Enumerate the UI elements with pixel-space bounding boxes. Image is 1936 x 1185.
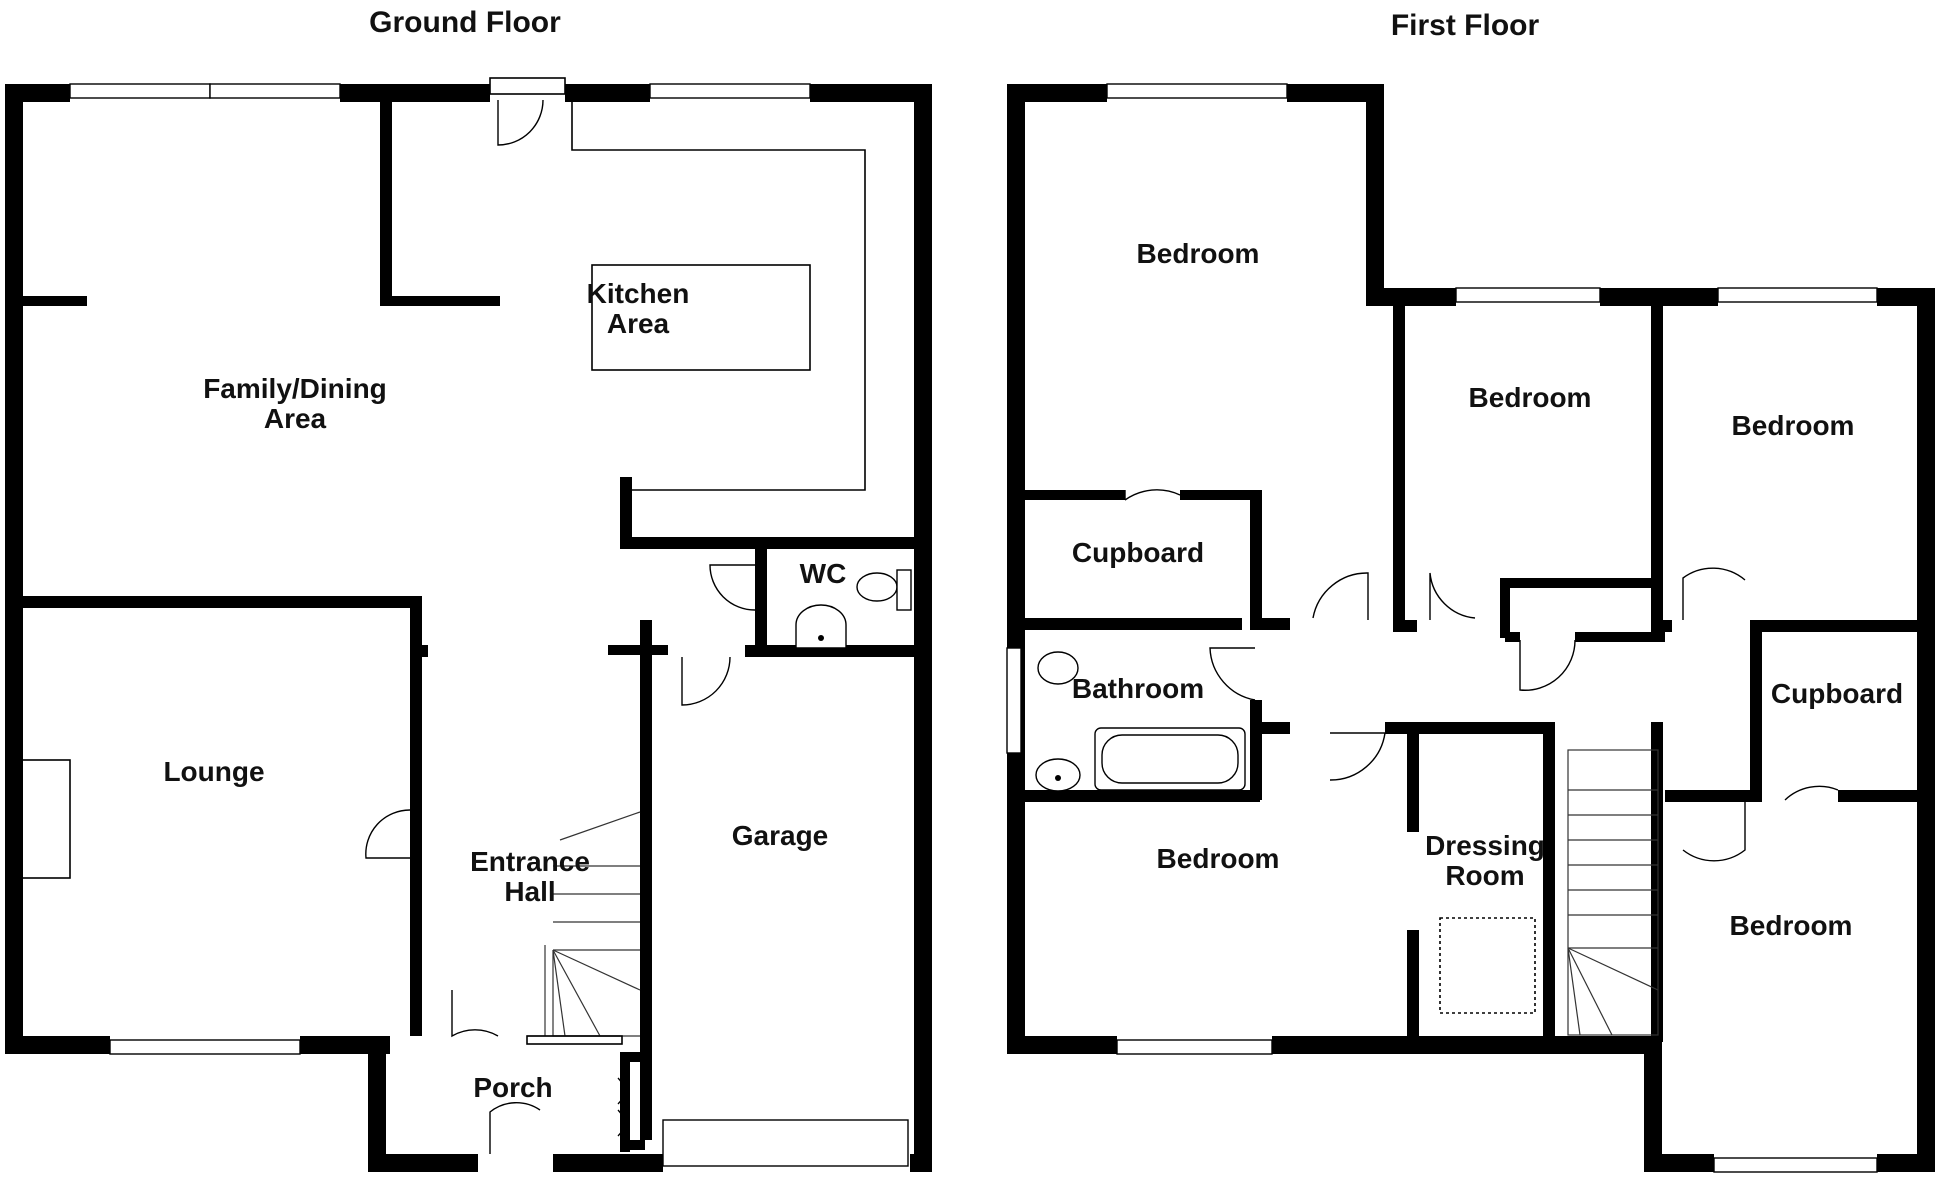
window bbox=[109, 1039, 301, 1055]
room-label-porch: Porch bbox=[473, 1072, 552, 1103]
window bbox=[1717, 287, 1878, 303]
door-swing bbox=[1784, 785, 1839, 801]
window bbox=[1713, 1157, 1878, 1173]
first-windows bbox=[1006, 83, 1878, 1173]
door-swing bbox=[709, 564, 756, 611]
first-stairs bbox=[1567, 749, 1659, 1036]
door-swing bbox=[451, 990, 499, 1038]
ground-stairs bbox=[526, 811, 641, 1045]
door-swing bbox=[1124, 489, 1181, 501]
room-label-hall: Hall bbox=[504, 876, 555, 907]
door-swing bbox=[617, 1077, 625, 1137]
ground-room-labels: Kitchen Area Family/Dining Area WC Loung… bbox=[163, 278, 846, 1103]
door-swing bbox=[497, 99, 544, 146]
kitchen-units bbox=[571, 100, 866, 491]
door-swing bbox=[1312, 572, 1369, 620]
ground-windows bbox=[69, 83, 909, 1167]
first-internal-walls bbox=[1025, 300, 1920, 1042]
first-floor-title: First Floor bbox=[1391, 9, 1540, 42]
room-label-cupboard: Cupboard bbox=[1771, 678, 1903, 709]
room-label-kitchen-area: Area bbox=[607, 308, 670, 339]
room-label-garage: Garage bbox=[732, 820, 829, 851]
wc-fixtures bbox=[795, 569, 912, 649]
door-swing bbox=[1209, 647, 1256, 701]
window bbox=[1116, 1039, 1273, 1055]
room-label-family-dining: Family/Dining bbox=[203, 373, 387, 404]
door-swing bbox=[365, 809, 411, 859]
door-swing bbox=[1519, 639, 1576, 691]
room-label-family-area: Area bbox=[264, 403, 327, 434]
kitchen-island bbox=[591, 264, 811, 371]
first-floor: First Floor bbox=[1006, 9, 1935, 1173]
ground-floor-title: Ground Floor bbox=[369, 6, 561, 39]
toilet bbox=[1037, 651, 1079, 685]
room-label-lounge: Lounge bbox=[163, 756, 264, 787]
ground-doors bbox=[365, 77, 756, 1154]
window bbox=[1106, 83, 1288, 99]
door-swing bbox=[1682, 800, 1746, 862]
loft-hatch bbox=[1439, 917, 1536, 1014]
room-label-cupboard: Cupboard bbox=[1072, 537, 1204, 568]
first-room-labels: Bedroom Bedroom Bedroom Cupboard Bathroo… bbox=[1072, 238, 1903, 941]
room-label-dressing: Dressing bbox=[1425, 830, 1545, 861]
door-swing bbox=[1682, 567, 1746, 620]
basin bbox=[795, 604, 847, 649]
room-label-bathroom: Bathroom bbox=[1072, 673, 1204, 704]
room-label-bedroom: Bedroom bbox=[1137, 238, 1260, 269]
window bbox=[69, 83, 211, 99]
room-label-bedroom: Bedroom bbox=[1732, 410, 1855, 441]
ground-internal-walls bbox=[22, 100, 920, 1152]
ground-floor: Ground Floor bbox=[5, 6, 932, 1172]
window bbox=[662, 1119, 909, 1167]
bathroom-fixtures bbox=[1035, 651, 1246, 792]
window bbox=[649, 83, 811, 99]
toilet bbox=[856, 572, 898, 602]
room-label-dressing-room: Room bbox=[1445, 860, 1524, 891]
room-label-kitchen: Kitchen bbox=[587, 278, 690, 309]
first-outer-walls bbox=[1007, 84, 1935, 1172]
fireplace bbox=[21, 759, 71, 879]
room-label-wc: WC bbox=[800, 558, 847, 589]
room-label-bedroom: Bedroom bbox=[1469, 382, 1592, 413]
door-swing bbox=[681, 656, 731, 706]
window bbox=[209, 83, 341, 99]
door-swing bbox=[1329, 732, 1386, 781]
room-label-entrance: Entrance bbox=[470, 846, 590, 877]
room-label-bedroom: Bedroom bbox=[1157, 843, 1280, 874]
first-doors bbox=[1124, 489, 1839, 862]
ground-outer-walls bbox=[5, 84, 932, 1172]
door-swing bbox=[489, 1102, 541, 1154]
window bbox=[1006, 647, 1022, 754]
window bbox=[1455, 287, 1601, 303]
room-label-bedroom: Bedroom bbox=[1730, 910, 1853, 941]
door-swing bbox=[1429, 572, 1476, 620]
